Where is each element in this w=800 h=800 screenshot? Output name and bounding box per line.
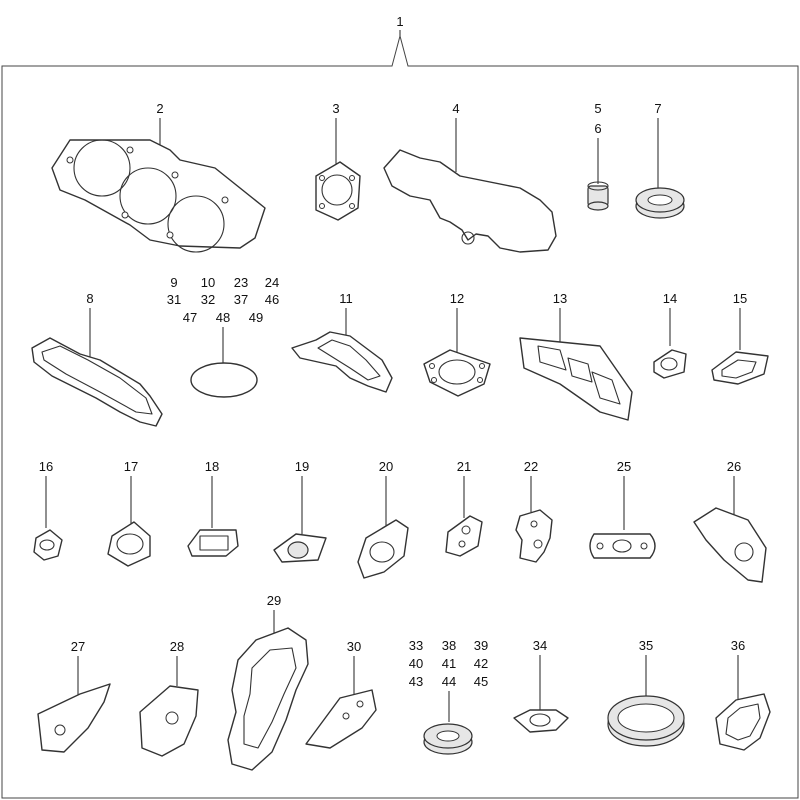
exhaust-port-gasket-13	[519, 337, 633, 421]
callout-8: 8	[86, 291, 93, 306]
callout-21: 21	[457, 459, 471, 474]
callout-13: 13	[553, 291, 567, 306]
cover-gasket-26	[693, 507, 767, 583]
callout-35: 35	[639, 638, 653, 653]
callout-46: 46	[265, 292, 279, 307]
callout-29: 29	[267, 593, 281, 608]
callout-43: 43	[409, 674, 423, 689]
callout-34: 34	[533, 638, 547, 653]
callout-1: 1	[396, 14, 403, 29]
callout-33: 33	[409, 638, 423, 653]
callout-3: 3	[332, 101, 339, 116]
callout-36: 36	[731, 638, 745, 653]
callout-27: 27	[71, 639, 85, 654]
callout-39: 39	[474, 638, 488, 653]
callout-10: 10	[201, 275, 215, 290]
plate-gasket-30	[305, 689, 377, 749]
callout-12: 12	[450, 291, 464, 306]
cover-gasket-36	[715, 693, 771, 751]
callout-41: 41	[442, 656, 456, 671]
callout-28: 28	[170, 639, 184, 654]
callout-4: 4	[452, 101, 459, 116]
oil-seal-ring-7	[635, 187, 685, 219]
plate-gasket-21	[445, 515, 483, 557]
callout-7: 7	[654, 101, 661, 116]
callout-5: 5	[594, 101, 601, 116]
callout-24: 24	[265, 275, 279, 290]
round-flange-gasket-17	[107, 521, 151, 567]
callout-31: 31	[167, 292, 181, 307]
valve-stem-seal	[587, 181, 609, 211]
callout-47: 47	[183, 310, 197, 325]
callout-42: 42	[474, 656, 488, 671]
square-flange-gasket-12	[423, 349, 491, 397]
oval-flange-gasket-34	[513, 709, 569, 733]
small-flange-gasket-3	[315, 161, 361, 221]
callout-9: 9	[170, 275, 177, 290]
plate-gasket-27	[37, 683, 111, 753]
intake-manifold-gasket-8	[31, 337, 163, 427]
callout-11: 11	[339, 291, 353, 306]
callout-32: 32	[201, 292, 215, 307]
callout-23: 23	[234, 275, 248, 290]
small-gasket-14	[653, 349, 687, 379]
callout-15: 15	[733, 291, 747, 306]
oval-gasket-25	[589, 533, 656, 559]
callout-20: 20	[379, 459, 393, 474]
rect-gasket-15	[711, 351, 769, 385]
kit-frame	[1, 34, 799, 799]
callout-2: 2	[156, 101, 163, 116]
exhaust-manifold-gasket-11	[291, 331, 393, 393]
large-oil-seal-35	[607, 695, 685, 747]
valve-cover-gasket	[383, 149, 557, 253]
callout-19: 19	[295, 459, 309, 474]
callout-22: 22	[524, 459, 538, 474]
o-ring-48	[190, 362, 258, 398]
cylinder-head-gasket	[51, 139, 266, 253]
callout-30: 30	[347, 639, 361, 654]
elongated-gasket-20	[357, 519, 409, 579]
callout-49: 49	[249, 310, 263, 325]
callout-17: 17	[124, 459, 138, 474]
callout-38: 38	[442, 638, 456, 653]
rect-gasket-18	[187, 529, 239, 557]
callout-16: 16	[39, 459, 53, 474]
callout-48: 48	[216, 310, 230, 325]
callout-45: 45	[474, 674, 488, 689]
triangle-gasket-19	[273, 533, 327, 563]
callout-18: 18	[205, 459, 219, 474]
callout-6: 6	[594, 121, 601, 136]
callout-26: 26	[727, 459, 741, 474]
callout-25: 25	[617, 459, 631, 474]
small-gasket-16	[33, 529, 63, 561]
callout-44: 44	[442, 674, 456, 689]
water-pump-gasket-29	[227, 627, 309, 771]
callout-37: 37	[234, 292, 248, 307]
oil-seal-ring-44	[423, 723, 473, 755]
callout-14: 14	[663, 291, 677, 306]
complex-gasket-22	[515, 509, 553, 563]
valve-cover-gasket-ring	[461, 231, 475, 245]
plate-gasket-28	[139, 685, 199, 757]
callout-40: 40	[409, 656, 423, 671]
